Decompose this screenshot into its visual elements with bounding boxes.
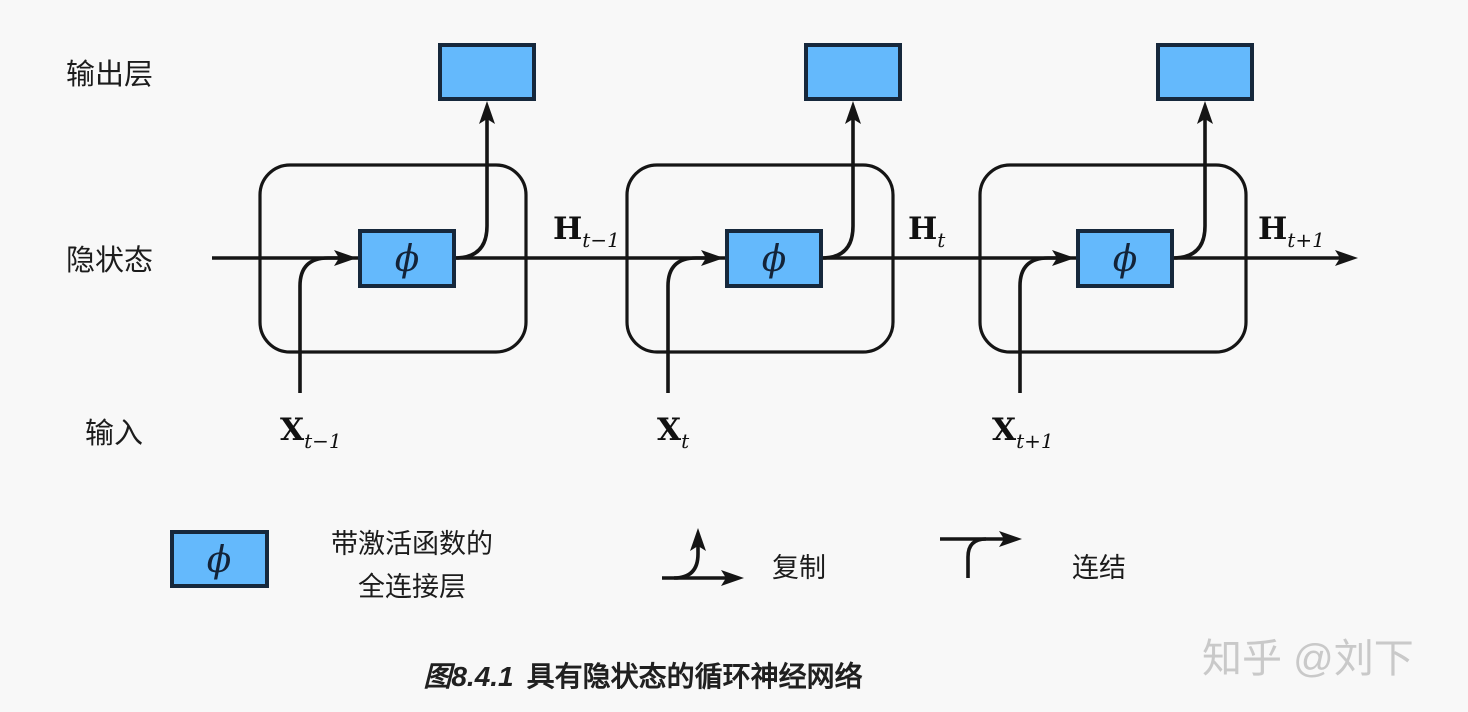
hidden-label-2: Ht — [908, 211, 946, 252]
output-box-2 — [804, 43, 902, 101]
input-subscript-2: t — [681, 429, 690, 453]
input-label-2: Xt — [657, 412, 690, 453]
phi-symbol-3: ϕ — [1113, 239, 1138, 280]
hidden-symbol-3: H — [1258, 211, 1287, 247]
phi-symbol-2: ϕ — [762, 239, 787, 280]
legend-phi-box — [170, 530, 269, 588]
legend-concat-branch — [966, 537, 987, 578]
row-label-input: 输入 — [85, 417, 143, 450]
phi-symbol-1: ϕ — [395, 239, 420, 280]
legend-copy-label: 复制 — [772, 553, 826, 583]
output-box-1 — [438, 43, 536, 101]
output-box-3 — [1156, 43, 1254, 101]
arrowhead-into-phi-1-icon — [334, 250, 357, 266]
input-subscript-3: t+1 — [1016, 429, 1054, 453]
input-wire-3 — [1018, 256, 1058, 393]
input-label-3: Xt+1 — [992, 412, 1054, 453]
legend-concat-arrowhead-icon — [999, 531, 1022, 547]
hidden-symbol-2: H — [908, 211, 937, 247]
legend-concat-label: 连结 — [1072, 553, 1126, 583]
arrowhead-into-phi-2-icon — [701, 250, 724, 266]
figure-caption-number: 图8.4.1 — [423, 661, 513, 692]
input-symbol-3: X — [992, 412, 1017, 448]
legend-copy-arrowhead-up-icon — [690, 528, 706, 551]
phi-box-2 — [725, 229, 823, 288]
legend-copy-icon — [662, 528, 744, 586]
legend-fc-label-line1: 带激活函数的 — [331, 529, 493, 559]
phi-box-3 — [1076, 229, 1174, 288]
row-label-hidden-state: 隐状态 — [66, 244, 153, 277]
hidden-label-3: Ht+1 — [1258, 211, 1325, 252]
arrowhead-output-1-icon — [479, 101, 495, 124]
arrowhead-into-phi-3-icon — [1052, 250, 1075, 266]
input-symbol-2: X — [657, 412, 682, 448]
arrowhead-output-2-icon — [845, 101, 861, 124]
row-label-output-layer: 输出层 — [66, 58, 153, 91]
input-label-1: Xt−1 — [280, 412, 342, 453]
hidden-label-1: Ht−1 — [553, 211, 620, 252]
legend-fc-label-line2: 全连接层 — [358, 572, 466, 602]
hidden-subscript-3: t+1 — [1287, 228, 1325, 252]
hidden-subscript-2: t — [937, 228, 946, 252]
input-subscript-1: t−1 — [304, 429, 342, 453]
figure-caption-title: 具有隐状态的循环神经网络 — [527, 660, 863, 692]
output-wire-1 — [454, 112, 489, 260]
input-wire-1 — [298, 256, 340, 393]
legend-copy-arrowhead-right-icon — [721, 570, 744, 586]
output-wire-2 — [821, 112, 855, 260]
input-symbol-1: X — [280, 412, 305, 448]
output-wire-3 — [1172, 112, 1207, 260]
legend-phi-symbol: ϕ — [207, 540, 232, 581]
legend-concat-icon — [940, 531, 1022, 578]
arrowhead-hidden-out-icon — [1335, 250, 1358, 266]
input-wire-2 — [666, 256, 707, 393]
hidden-subscript-1: t−1 — [582, 228, 620, 252]
hidden-symbol-1: H — [553, 211, 582, 247]
watermark-text: 知乎 @刘下 — [1202, 637, 1414, 681]
legend-copy-branch — [673, 544, 700, 580]
figure-caption: 图8.4.1 具有隐状态的循环神经网络 — [423, 660, 862, 692]
phi-box-1 — [358, 229, 456, 288]
arrowhead-output-3-icon — [1197, 101, 1213, 124]
